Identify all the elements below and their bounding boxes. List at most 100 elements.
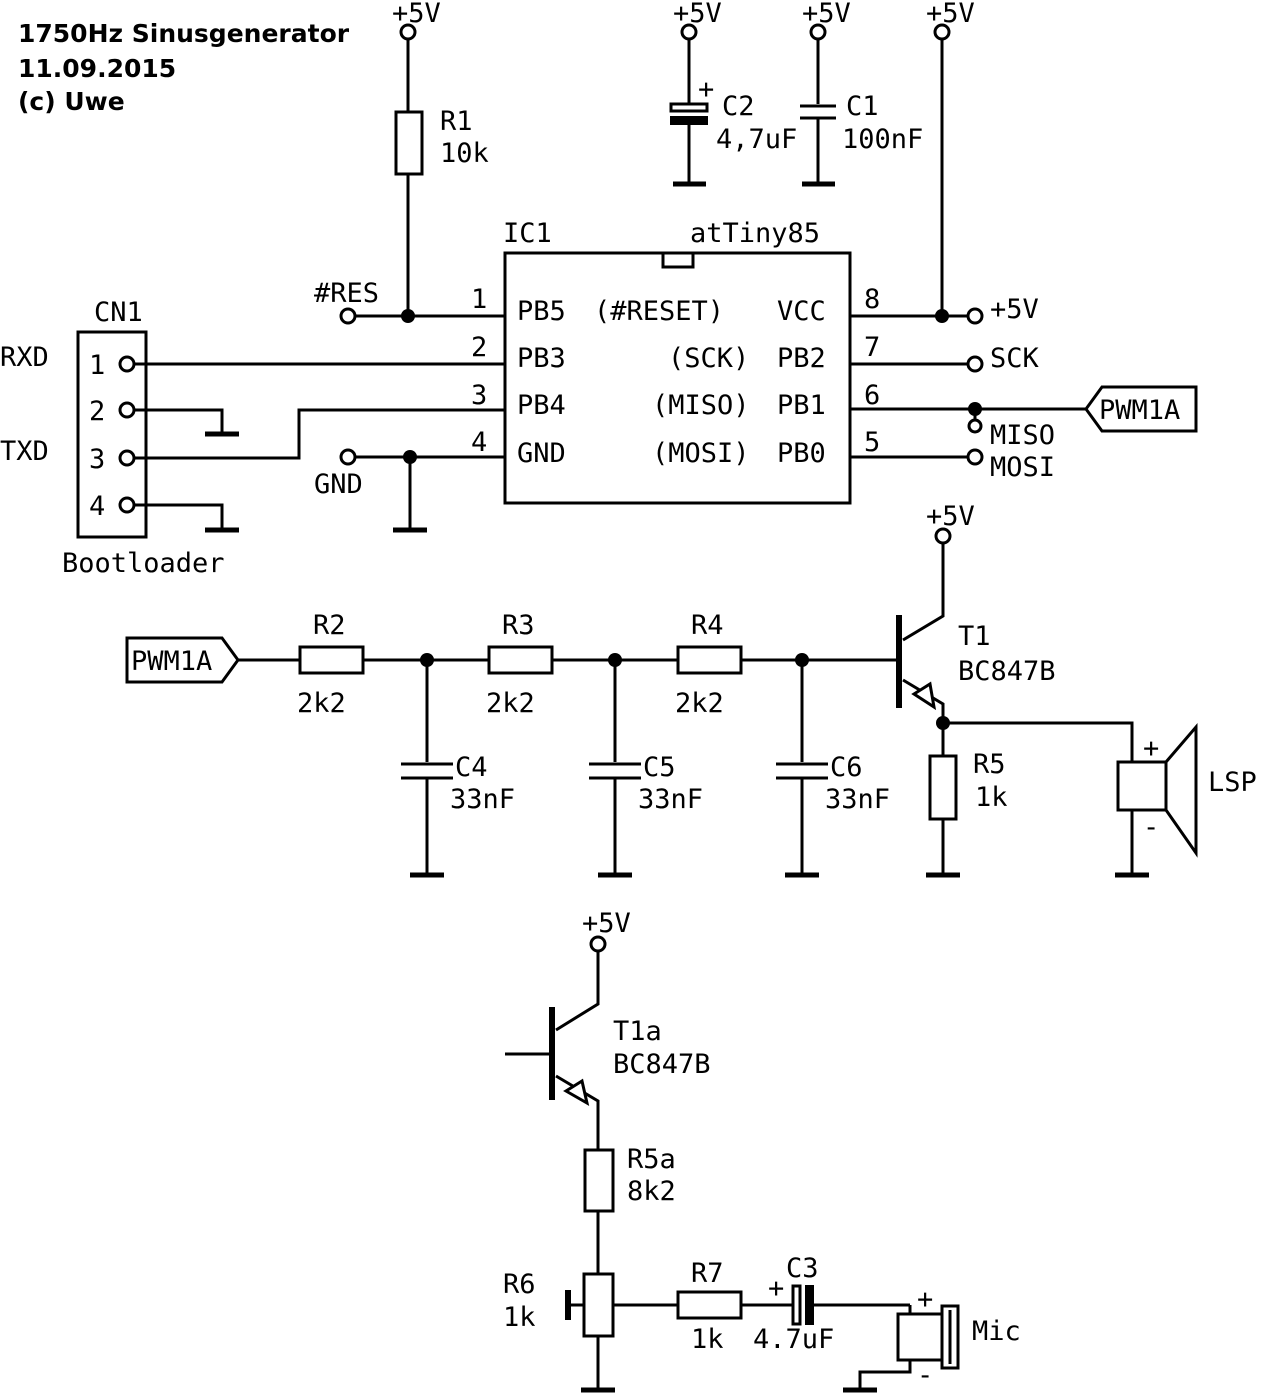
cn1-body — [76, 330, 148, 539]
c4-capacitor: C4 33nF — [401, 653, 515, 878]
c5-capacitor: C5 33nF — [589, 653, 703, 878]
r1-supply-label: +5V — [392, 0, 441, 29]
ic1-pin5-num: 5 — [864, 427, 880, 458]
ic1-pin7-name: PB2 — [777, 343, 826, 374]
pwm1a-output-flag — [1084, 385, 1198, 433]
t1a-ref: T1a — [613, 1016, 662, 1047]
c1-ref: C1 — [846, 91, 879, 122]
ic1-part: atTiny85 — [690, 218, 820, 249]
pwm1a-input-label: PWM1A — [131, 646, 212, 677]
lsp-ref: LSP — [1208, 767, 1257, 798]
t1a-value: BC847B — [613, 1049, 711, 1080]
r1-value: 10k — [440, 138, 489, 169]
reset-terminal — [339, 307, 357, 325]
r5a-ref: R5a — [627, 1144, 676, 1175]
r3-value: 2k2 — [486, 688, 535, 719]
t1-ref: T1 — [958, 621, 991, 652]
schematic-date: 11.09.2015 — [18, 54, 176, 83]
mic-microphone: + - Mic — [843, 1284, 1021, 1393]
ic1-pin2-num: 2 — [471, 332, 487, 363]
r1-resistor: +5V R1 10k — [392, 0, 489, 316]
cn1-pin2-num: 2 — [89, 396, 105, 427]
reset-junction — [401, 309, 415, 323]
cn1-pin4-num: 4 — [89, 491, 105, 522]
gnd-net: GND — [314, 448, 505, 533]
lsp-minus: - — [1143, 812, 1159, 843]
pwm1a-output-label: PWM1A — [1099, 395, 1180, 426]
t1-transistor: +5V T1 BC847B — [896, 501, 1056, 723]
r3-resistor: R3 2k2 — [486, 610, 554, 719]
c2-capacitor: +5V + C2 4,7uF — [669, 0, 797, 187]
r7-ref: R7 — [691, 1258, 724, 1289]
mosi-label: MOSI — [990, 452, 1055, 483]
r5-ref: R5 — [973, 749, 1006, 780]
sck-terminal — [966, 355, 984, 373]
c4-ref: C4 — [455, 752, 488, 783]
c6-capacitor: C6 33nF — [776, 653, 890, 878]
vcc-net: +5V +5V — [850, 0, 1039, 325]
ic1-pin5-name: PB0 — [777, 438, 826, 469]
ic1-pin8-num: 8 — [864, 284, 880, 315]
txd-label: TXD — [0, 436, 49, 467]
r2-ref: R2 — [313, 610, 346, 641]
c6-ref: C6 — [830, 752, 863, 783]
mic-ref: Mic — [972, 1316, 1021, 1347]
c2-supply-label: +5V — [673, 0, 722, 29]
ic1-attiny85: IC1 atTiny85 PB5 PB3 PB4 GND VCC PB2 PB1… — [471, 218, 880, 505]
c4-value: 33nF — [450, 784, 515, 815]
miso-terminal — [967, 418, 983, 434]
r5-resistor: R5 1k — [926, 716, 1008, 878]
mosi-net: MOSI — [850, 448, 1055, 483]
schematic-title: 1750Hz Sinusgenerator — [18, 19, 350, 48]
ic1-alt-miso: (MISO) — [652, 390, 750, 421]
pb1-net: MISO PWM1A — [850, 385, 1198, 451]
t1a-supply-label: +5V — [582, 908, 631, 939]
r5a-value: 8k2 — [627, 1176, 676, 1207]
miso-label: MISO — [990, 420, 1055, 451]
r7-resistor: R7 1k — [676, 1258, 793, 1355]
c6-value: 33nF — [825, 784, 890, 815]
cn1-ref: CN1 — [94, 297, 143, 328]
mosi-terminal — [966, 448, 984, 466]
gnd-label: GND — [314, 469, 363, 500]
r1-ref: R1 — [440, 106, 473, 137]
mic-plus: + — [917, 1284, 933, 1315]
r7-value: 1k — [691, 1324, 724, 1355]
pwm1a-input: PWM1A — [125, 636, 240, 684]
ic1-pin6-num: 6 — [864, 380, 880, 411]
schematic-author: (c) Uwe — [18, 87, 125, 116]
r6-ref: R6 — [503, 1269, 536, 1300]
ic1-ref: IC1 — [503, 218, 552, 249]
ic1-pin4-num: 4 — [471, 427, 487, 458]
c3-value: 4.7uF — [753, 1324, 834, 1355]
r2-value: 2k2 — [297, 688, 346, 719]
ic1-pin8-name: VCC — [777, 296, 826, 327]
t1-supply-label: +5V — [926, 501, 975, 532]
r4-value: 2k2 — [675, 688, 724, 719]
r4-ref: R4 — [691, 610, 724, 641]
r1-body — [394, 110, 424, 176]
lsp-speaker: + - LSP — [943, 721, 1257, 878]
vcc-junction — [935, 309, 949, 323]
r3-ref: R3 — [502, 610, 535, 641]
ic1-alt-mosi: (MOSI) — [652, 438, 750, 469]
t1-value: BC847B — [958, 656, 1056, 687]
ic1-pin1-num: 1 — [471, 284, 487, 315]
vcc-label: +5V — [990, 294, 1039, 325]
gnd-terminal — [339, 448, 357, 466]
ic1-alt-sck: (SCK) — [668, 343, 749, 374]
r6-potentiometer: R6 1k — [503, 1269, 678, 1393]
rxd-label: RXD — [0, 342, 49, 373]
vcc-top-label: +5V — [926, 0, 975, 29]
r2-resistor: R2 2k2 — [297, 610, 365, 719]
reset-label: #RES — [314, 278, 379, 309]
ic1-pin6-name: PB1 — [777, 390, 826, 421]
lsp-plus: + — [1143, 733, 1159, 764]
c2-ref: C2 — [722, 91, 755, 122]
t1a-transistor: +5V T1a BC847B — [505, 908, 711, 1150]
ic1-alt-reset: (#RESET) — [594, 296, 724, 327]
c3-polarity: + — [768, 1273, 784, 1304]
ic1-pin1-name: PB5 — [517, 296, 566, 327]
c2-value: 4,7uF — [716, 124, 797, 155]
c5-ref: C5 — [643, 752, 676, 783]
